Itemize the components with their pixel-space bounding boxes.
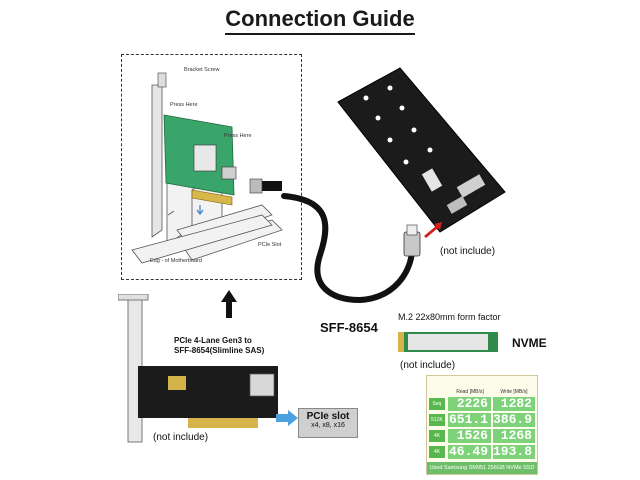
benchmark-row: 512K 651.1 386.9 (427, 413, 535, 428)
benchmark-write-value: 1268 (493, 429, 535, 443)
installation-diagram: Bracket Screw Press Here Press Here PCIe… (121, 54, 302, 280)
benchmark-row: 4K 1526 1268 (427, 429, 535, 444)
pcie-slot-badge: PCIe slot x4, x8, x16 (298, 408, 358, 438)
page-title: Connection Guide (0, 6, 640, 35)
right-arrow-icon (276, 410, 298, 426)
benchmark-read-value: 2226 (448, 397, 491, 411)
m2-adapter-board (337, 67, 506, 233)
cable-label: SFF-8654 (320, 320, 378, 335)
m2-form-factor-label: M.2 22x80mm form factor (398, 312, 501, 322)
benchmark-row: 4K QD32 46.49 193.8 (427, 445, 535, 467)
label-press-here-1: Press Here (170, 102, 198, 108)
benchmark-write-value: 1282 (493, 397, 535, 411)
up-arrow-icon (221, 290, 237, 318)
benchmark-footer: Used Samsung SM951 256GB NVMe SSD (427, 462, 537, 474)
benchmark-read-value: 46.49 (448, 445, 491, 459)
benchmark-write-value: 386.9 (493, 413, 535, 427)
benchmark-read-value: 1526 (448, 429, 491, 443)
m2-note: (not include) (400, 360, 456, 371)
label-bracket-screw: Bracket Screw (184, 67, 220, 73)
m2-ssd (398, 332, 498, 352)
benchmark-write-value: 193.8 (493, 445, 535, 459)
label-edge-of-motherboard: Edg - of Motherboard (150, 258, 202, 264)
benchmark-header-write: Write [MB/s] (500, 389, 528, 395)
install-illustration (131, 72, 283, 264)
red-arrow-icon (424, 222, 442, 238)
benchmark-read-value: 651.1 (448, 413, 491, 427)
adapter-note: (not include) (440, 246, 496, 257)
label-press-here-2: Press Here (224, 133, 252, 139)
m2-type-label: NVME (512, 336, 547, 350)
pcie-card-note: (not include) (153, 432, 209, 443)
pcie-card (118, 294, 278, 443)
benchmark-row: Seq 2226 1282 (427, 397, 535, 412)
benchmark-panel: Read [MB/s] Write [MB/s] Seq 2226 1282 5… (426, 375, 538, 475)
pcie-card-caption: PCIe 4-Lane Gen3 to SFF-8654(Slimline SA… (174, 336, 265, 355)
label-pcie-slot: PCIe Slot (258, 242, 282, 248)
benchmark-header-read: Read [MB/s] (456, 389, 484, 395)
